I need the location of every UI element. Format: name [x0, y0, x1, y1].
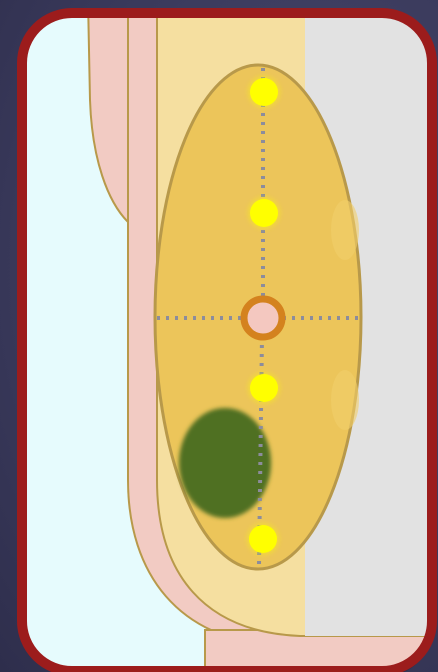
green-lesion [179, 408, 271, 518]
oval-highlight-lower [331, 370, 359, 430]
marker-1 [250, 78, 278, 106]
marker-4 [249, 525, 277, 553]
marker-2 [250, 199, 278, 227]
marker-3 [250, 374, 278, 402]
center-ring-marker [244, 299, 282, 337]
oval-highlight-upper [331, 200, 359, 260]
